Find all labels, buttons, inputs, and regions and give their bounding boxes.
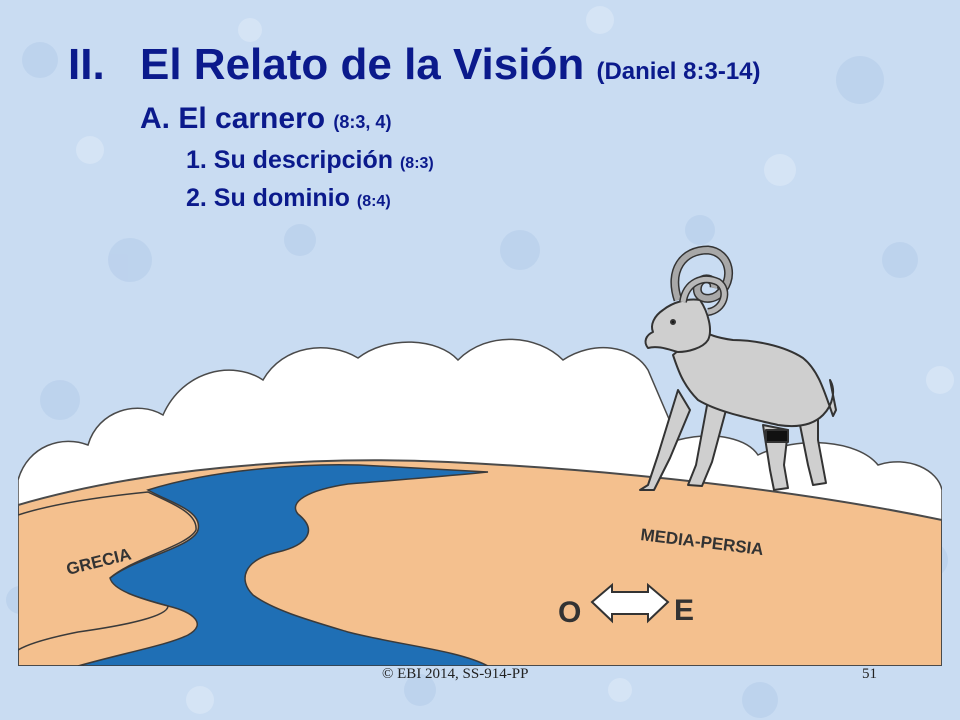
- title-reference: (Daniel 8:3-14): [596, 58, 761, 85]
- west-letter: O: [558, 596, 581, 629]
- point-1: 1. Su descripción (8:3): [186, 146, 434, 175]
- map-illustration: GRECIA MEDIA-PERSIA O E: [18, 245, 942, 666]
- subheading: A. El carnero (8:3, 4): [140, 102, 391, 136]
- title-text: El Relato de la Visión: [140, 40, 585, 89]
- title-block: II. El Relato de la Visión (Daniel 8:3-14…: [0, 0, 960, 230]
- greece-coast: [18, 491, 197, 651]
- subheading-reference: (8:3, 4): [333, 112, 392, 132]
- copyright-text: © EBI 2014, SS-914-PP: [382, 666, 529, 682]
- footer: © EBI 2014, SS-914-PP 51: [0, 666, 960, 686]
- subheading-label: A. El carnero: [140, 102, 326, 135]
- point-reference: (8:3): [399, 155, 434, 172]
- point-reference: (8:4): [356, 193, 391, 210]
- slide-title: II. El Relato de la Visión (Daniel 8:3-14…: [68, 40, 761, 90]
- page-number: 51: [862, 666, 877, 682]
- point-label: 2. Su dominio: [186, 184, 350, 212]
- leg-band: [765, 429, 789, 443]
- title-numeral: II.: [68, 40, 105, 89]
- double-arrow-icon: [590, 582, 670, 624]
- ram-illustration: [639, 245, 837, 491]
- east-letter: E: [674, 594, 694, 627]
- point-label: 1. Su descripción: [186, 146, 394, 174]
- point-2: 2. Su dominio (8:4): [186, 184, 391, 213]
